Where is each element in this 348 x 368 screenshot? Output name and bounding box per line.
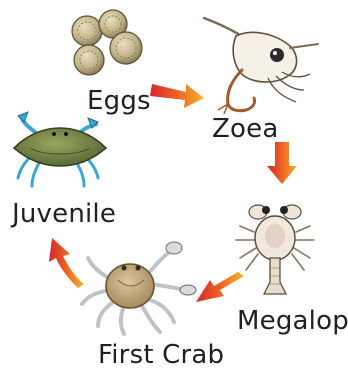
egg-cluster-illustration [72, 10, 142, 75]
juvenile-crab-illustration [14, 112, 106, 186]
egg [74, 45, 104, 75]
egg [110, 32, 142, 64]
first-crab-illustration [82, 242, 196, 334]
stage-label-juvenile: Juvenile [12, 201, 116, 227]
stage-label-first-crab: First Crab [98, 342, 224, 368]
egg [72, 16, 102, 46]
stage-label-zoea: Zoea [212, 116, 278, 142]
megalops-larva-illustration [236, 205, 314, 294]
cycle-arrow [267, 142, 297, 184]
cycle-arrow [49, 238, 84, 288]
cycle-arrow [150, 84, 204, 108]
stage-label-eggs: Eggs [87, 88, 151, 114]
stage-label-megalops: Megalops [237, 308, 348, 334]
zoea-larva-illustration [204, 18, 318, 114]
cycle-arrow [196, 272, 244, 302]
